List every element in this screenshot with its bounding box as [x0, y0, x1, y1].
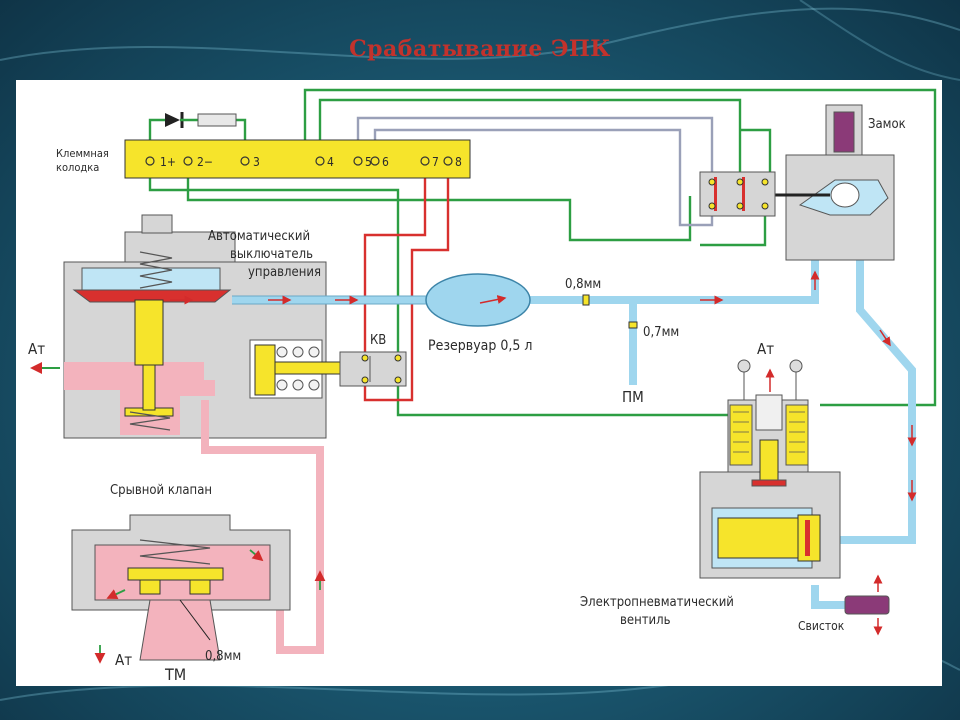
atm-valve-label: Ат [757, 340, 774, 358]
lock-assembly [765, 104, 895, 261]
epk-diagram: 1+ 2− 3 4 5 6 7 8 Клеммная колодка [28, 88, 937, 684]
auto-switch-label-line2: выключатель [230, 247, 313, 262]
orifice-07-label: 0,7мм [643, 325, 679, 340]
orifice-08-bottom-label: 0,8мм [205, 649, 241, 664]
relief-valve [71, 514, 291, 661]
epv-terminals [737, 359, 803, 400]
terminal-label-1: 1+ [160, 155, 176, 169]
relief-valve-label: Срывной клапан [110, 483, 212, 498]
terminal-label-8: 8 [455, 155, 462, 169]
springs [129, 251, 173, 431]
slide-title: Срабатывание ЭПК [349, 36, 611, 62]
orifice-08-top [582, 294, 590, 306]
diagram-panel: 1+ 2− 3 4 5 6 7 8 Клеммная колодка [16, 80, 942, 686]
orifice-08-top-label: 0,8мм [565, 277, 601, 292]
orifice-07 [628, 321, 638, 329]
relief-springs [139, 539, 211, 565]
lock-label: Замок [868, 117, 906, 132]
green-flow-arrows [94, 549, 326, 664]
diode-icon [165, 112, 198, 128]
epv-label-line1: Электропневматический [580, 595, 734, 610]
whistle-label: Свисток [798, 619, 845, 633]
terminal-block-label-line2: колодка [56, 161, 99, 174]
whistle [844, 595, 890, 615]
epv-coil-pattern [733, 411, 805, 453]
epv-label-line2: вентиль [620, 613, 671, 628]
atm-bottom-label: Ат [115, 651, 132, 669]
terminal-label-2: 2− [197, 155, 213, 169]
terminal-label-4: 4 [327, 155, 334, 169]
reservoir [425, 273, 531, 327]
spring-coils-side [276, 346, 320, 391]
epv-valve [699, 394, 841, 579]
terminal-block: 1+ 2− 3 4 5 6 7 8 [124, 139, 471, 179]
kv-label: КВ [370, 333, 386, 348]
pm-label: ПМ [622, 388, 644, 406]
terminal-label-6: 6 [382, 155, 389, 169]
terminal-label-5: 5 [365, 155, 372, 169]
flow-arrows [170, 270, 917, 502]
terminal-points [145, 156, 453, 166]
terminal-label-7: 7 [432, 155, 439, 169]
resistor-icon [197, 113, 237, 127]
kv-switch [339, 351, 407, 387]
auto-switch-label-line1: Автоматический [208, 229, 310, 244]
green-wires [148, 88, 937, 417]
terminal-block-label-line1: Клеммная [56, 147, 109, 160]
reservoir-label: Резервуар 0,5 л [428, 338, 532, 354]
atm-left-label: Ат [28, 340, 45, 358]
tm-label: ТМ [164, 665, 186, 684]
auto-switch-label-line3: управления [248, 265, 321, 280]
lock-contacts [699, 171, 776, 217]
terminal-label-3: 3 [253, 155, 260, 169]
